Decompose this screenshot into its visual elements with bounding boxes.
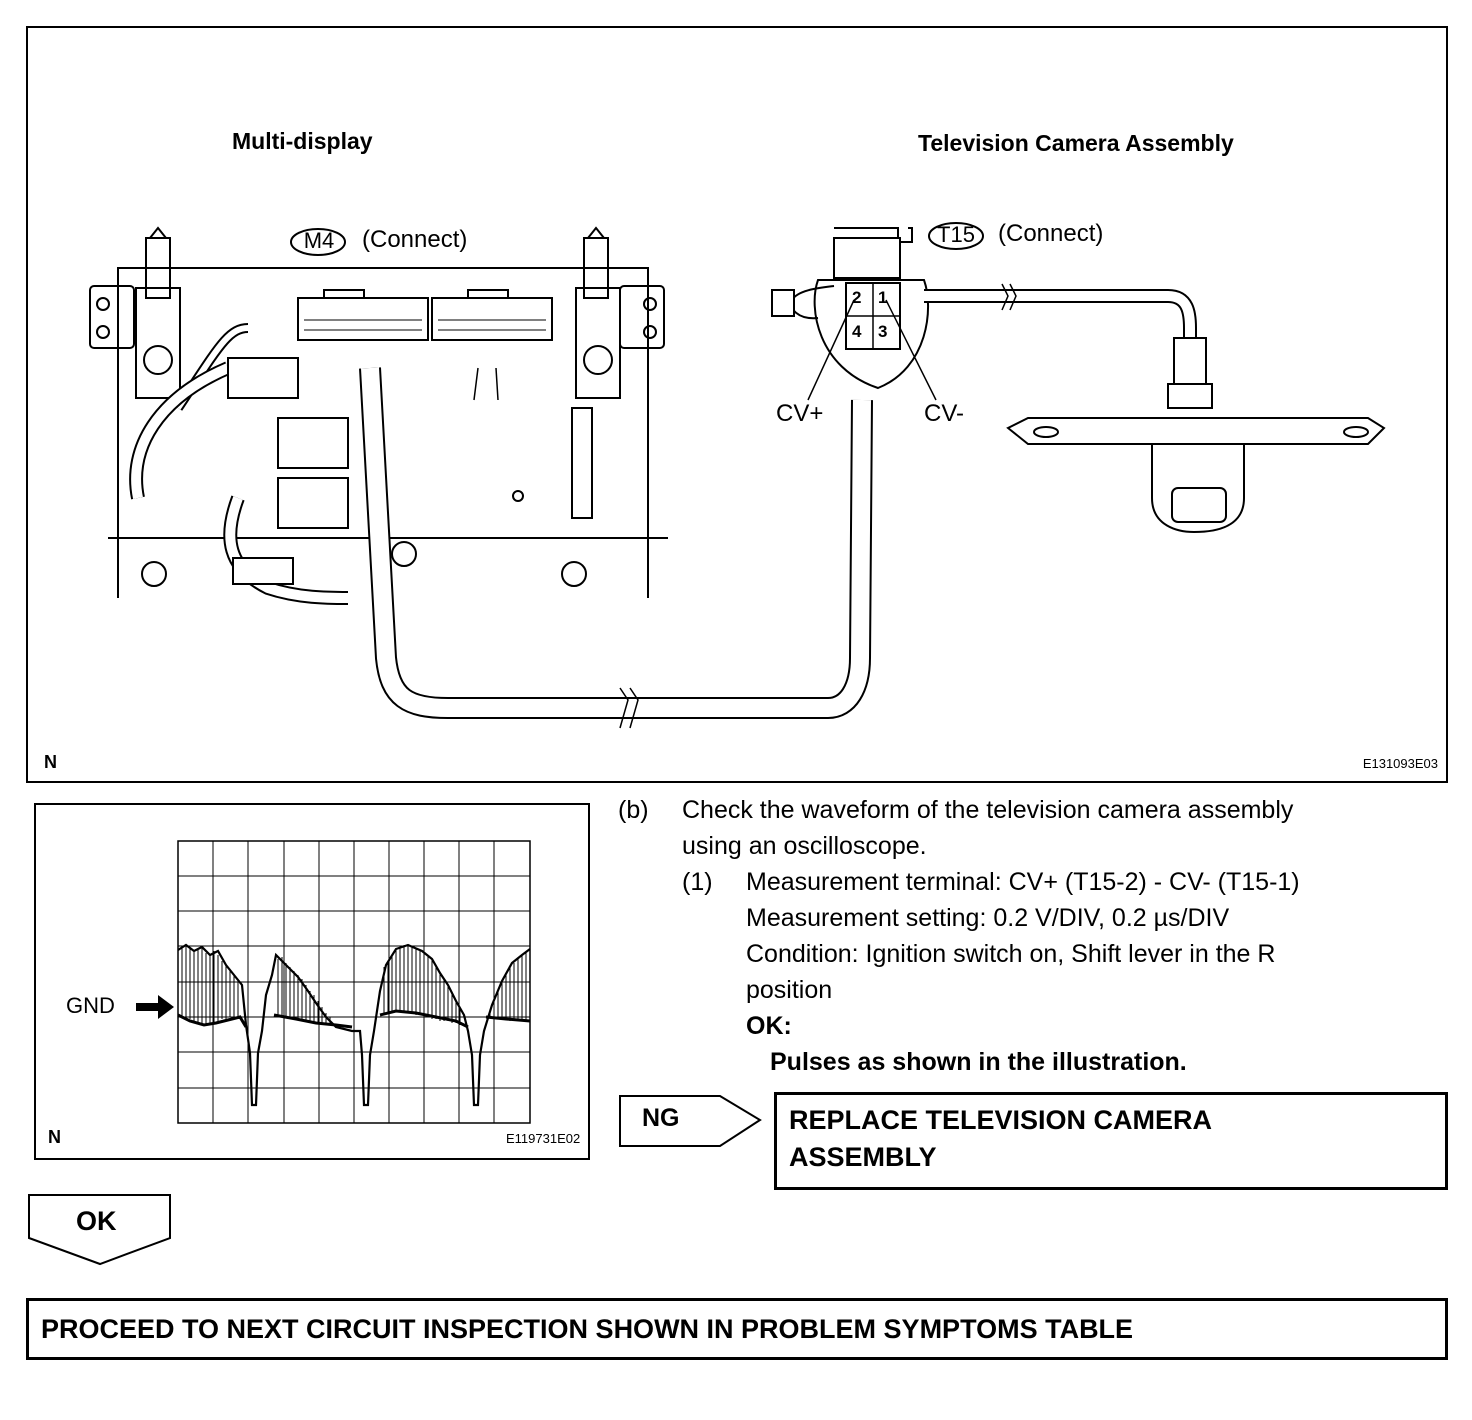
scope-north-mark: N bbox=[48, 1127, 61, 1147]
scope-figure-code: E119731E02 bbox=[506, 1131, 581, 1146]
wiring-figure: Multi-display Television Camera Assembly… bbox=[26, 26, 1448, 783]
ok-criteria-result: Pulses as shown in the illustration. bbox=[770, 1048, 1187, 1076]
t15-connector bbox=[771, 227, 1197, 401]
t15-connector-code: T15 bbox=[937, 222, 975, 247]
final-action-text: PROCEED TO NEXT CIRCUIT INSPECTION SHOWN… bbox=[41, 1314, 1134, 1344]
camera-assembly-label: Television Camera Assembly bbox=[918, 130, 1234, 156]
north-mark: N bbox=[44, 752, 57, 772]
m4-connector-code: M4 bbox=[303, 228, 335, 253]
t15-connect-note: (Connect) bbox=[998, 220, 1104, 247]
ng-action-line2: ASSEMBLY bbox=[789, 1142, 937, 1172]
ng-action-line1: REPLACE TELEVISION CAMERA bbox=[789, 1105, 1213, 1135]
gnd-label: GND bbox=[66, 993, 115, 1018]
wiring-illustration bbox=[89, 222, 1386, 729]
step-1-line3: Condition: Ignition switch on, Shift lev… bbox=[746, 940, 1276, 968]
pin-4: 4 bbox=[852, 322, 862, 341]
ng-action-box: REPLACE TELEVISION CAMERA ASSEMBLY bbox=[774, 1092, 1448, 1190]
pin-3: 3 bbox=[878, 322, 888, 341]
oscilloscope-figure: GND N E119731E02 bbox=[34, 803, 590, 1160]
step-1-line2: Measurement setting: 0.2 V/DIV, 0.2 µs/D… bbox=[746, 904, 1230, 932]
step-b-text-line1: Check the waveform of the television cam… bbox=[682, 796, 1294, 824]
pin-1: 1 bbox=[878, 288, 888, 307]
pin-2: 2 bbox=[852, 288, 862, 307]
final-action-box: PROCEED TO NEXT CIRCUIT INSPECTION SHOWN… bbox=[26, 1298, 1448, 1360]
step-b-text-line2: using an oscilloscope. bbox=[682, 832, 927, 860]
ng-label: NG bbox=[642, 1104, 680, 1132]
step-b-marker: (b) bbox=[618, 796, 649, 824]
camera-assembly bbox=[1006, 337, 1386, 534]
ok-criteria-label: OK: bbox=[746, 1012, 792, 1040]
step-1-marker: (1) bbox=[682, 868, 713, 896]
ok-label: OK bbox=[76, 1206, 117, 1236]
step-1-line4: position bbox=[746, 976, 833, 1004]
cv-plus-label: CV+ bbox=[776, 400, 824, 427]
cv-minus-label: CV- bbox=[924, 400, 965, 427]
ng-arrow-icon bbox=[619, 1095, 762, 1147]
waveform-trace bbox=[177, 943, 531, 1107]
waveform-noise bbox=[181, 945, 527, 1025]
oscilloscope-screen bbox=[136, 840, 531, 1124]
multi-display-label: Multi-display bbox=[232, 128, 373, 154]
harness-cable bbox=[359, 367, 873, 729]
m4-connect-note: (Connect) bbox=[362, 226, 468, 253]
ok-arrow-icon bbox=[28, 1194, 171, 1266]
figure-code: E131093E03 bbox=[1362, 756, 1438, 771]
step-1-line1: Measurement terminal: CV+ (T15-2) - CV- … bbox=[746, 868, 1300, 896]
gnd-arrow-icon bbox=[136, 995, 174, 1019]
